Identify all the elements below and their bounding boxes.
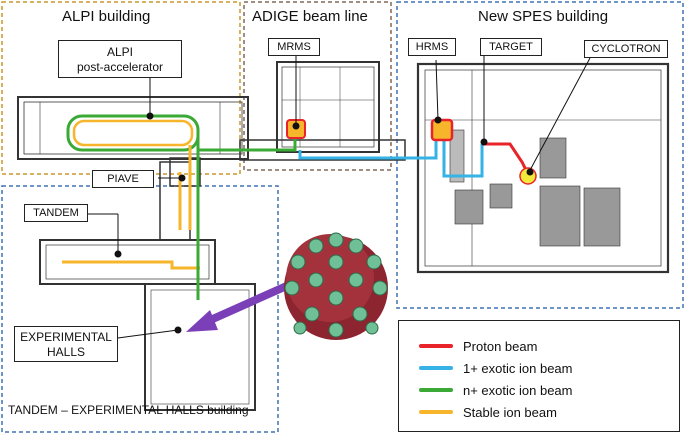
spes-floorplan (416, 62, 670, 274)
spes-region-title: New SPES building (478, 8, 609, 25)
proton-beam (482, 142, 530, 175)
legend-item: 1+ exotic ion beam (419, 359, 572, 377)
cyclotron-callout: CYCLOTRON (584, 40, 668, 58)
target-callout: TARGET (480, 38, 542, 56)
tandem-callout: TANDEM (24, 204, 88, 222)
alpi-region-border (1, 1, 241, 175)
legend-swatch (419, 344, 453, 348)
legend-label: n+ exotic ion beam (463, 382, 573, 398)
halls-callout-line1: EXPERIMENTAL (20, 330, 112, 344)
alpi-callout-line1: ALPI (106, 45, 133, 59)
legend-item: Proton beam (419, 337, 537, 355)
adige-region-title: ADIGE beam line (252, 8, 368, 25)
beam-legend: Proton beam 1+ exotic ion beam n+ exotic… (398, 320, 680, 432)
piave-callout: PIAVE (92, 170, 154, 188)
alpi-floorplan (17, 96, 249, 187)
mrms-callout: MRMS (268, 38, 320, 56)
tandem-floorplan (39, 161, 256, 411)
alpi-ring-inner (72, 119, 194, 147)
spes-region-border (396, 1, 684, 309)
detector-arrow-head (186, 310, 218, 332)
legend-item: n+ exotic ion beam (419, 381, 572, 399)
stable-beam-tandem (62, 260, 200, 270)
alpi-region-title: ALPI building (62, 8, 151, 25)
hrms-callout: HRMS (408, 38, 456, 56)
oneplus-beam (298, 130, 444, 160)
tandem-region-title: TANDEM – EXPERIMENTAL HALLS building (8, 403, 249, 417)
halls-callout-line2: HALLS (46, 345, 86, 359)
detector-sphere-image (284, 232, 388, 340)
legend-label: Stable ion beam (463, 404, 557, 420)
legend-item: Stable ion beam (419, 403, 557, 421)
legend-swatch (419, 410, 453, 414)
adige-floorplan (239, 61, 406, 161)
adige-region-border (243, 1, 392, 171)
halls-callout: EXPERIMENTAL HALLS (14, 326, 118, 362)
legend-swatch (419, 388, 453, 392)
legend-label: 1+ exotic ion beam (463, 360, 573, 376)
tandem-region-border (1, 185, 279, 433)
callout-pointers (84, 54, 591, 339)
legend-label: Proton beam (463, 338, 538, 354)
oneplus-beam-target (442, 132, 484, 178)
legend-swatch (419, 366, 453, 370)
alpi-callout-line2: post-accelerator (76, 60, 164, 74)
hrms-marker (430, 118, 454, 142)
alpi-callout: ALPI post-accelerator (58, 40, 182, 78)
